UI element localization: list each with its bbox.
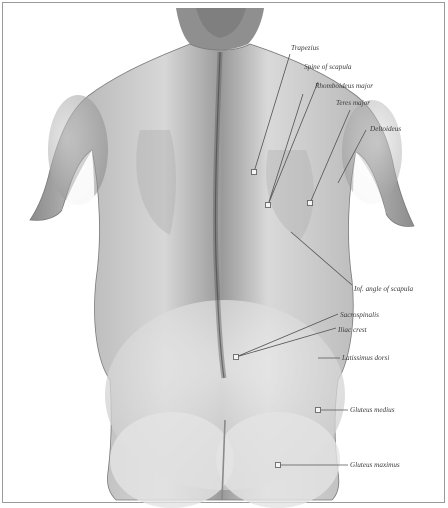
left-gluteal (110, 412, 234, 508)
label-spine-scapula: Spine of scapula (304, 63, 352, 71)
right-gluteal (216, 412, 340, 508)
marker-gluteus-medius (316, 408, 321, 413)
marker-rhomboideus (266, 203, 271, 208)
label-deltoideus: Deltoideus (369, 125, 401, 133)
marker-sacrospinalis (234, 355, 239, 360)
label-rhomboideus-major: Rhomboideus major (314, 82, 373, 90)
label-teres-major: Teres major (336, 99, 370, 107)
label-iliac-crest: Iliac crest (337, 326, 368, 334)
label-inf-angle-scapula: Inf. angle of scapula (353, 285, 413, 293)
marker-teres-major (308, 201, 313, 206)
label-sacrospinalis: Sacrospinalis (340, 311, 379, 319)
label-trapezius: Trapezius (291, 44, 319, 52)
label-latissimus-dorsi: Latissimus dorsi (341, 354, 389, 362)
label-gluteus-maximus: Gluteus maximus (350, 461, 400, 469)
marker-gluteus-maximus (276, 463, 281, 468)
label-gluteus-medius: Gluteus medius (350, 406, 395, 414)
marker-trapezius (252, 170, 257, 175)
